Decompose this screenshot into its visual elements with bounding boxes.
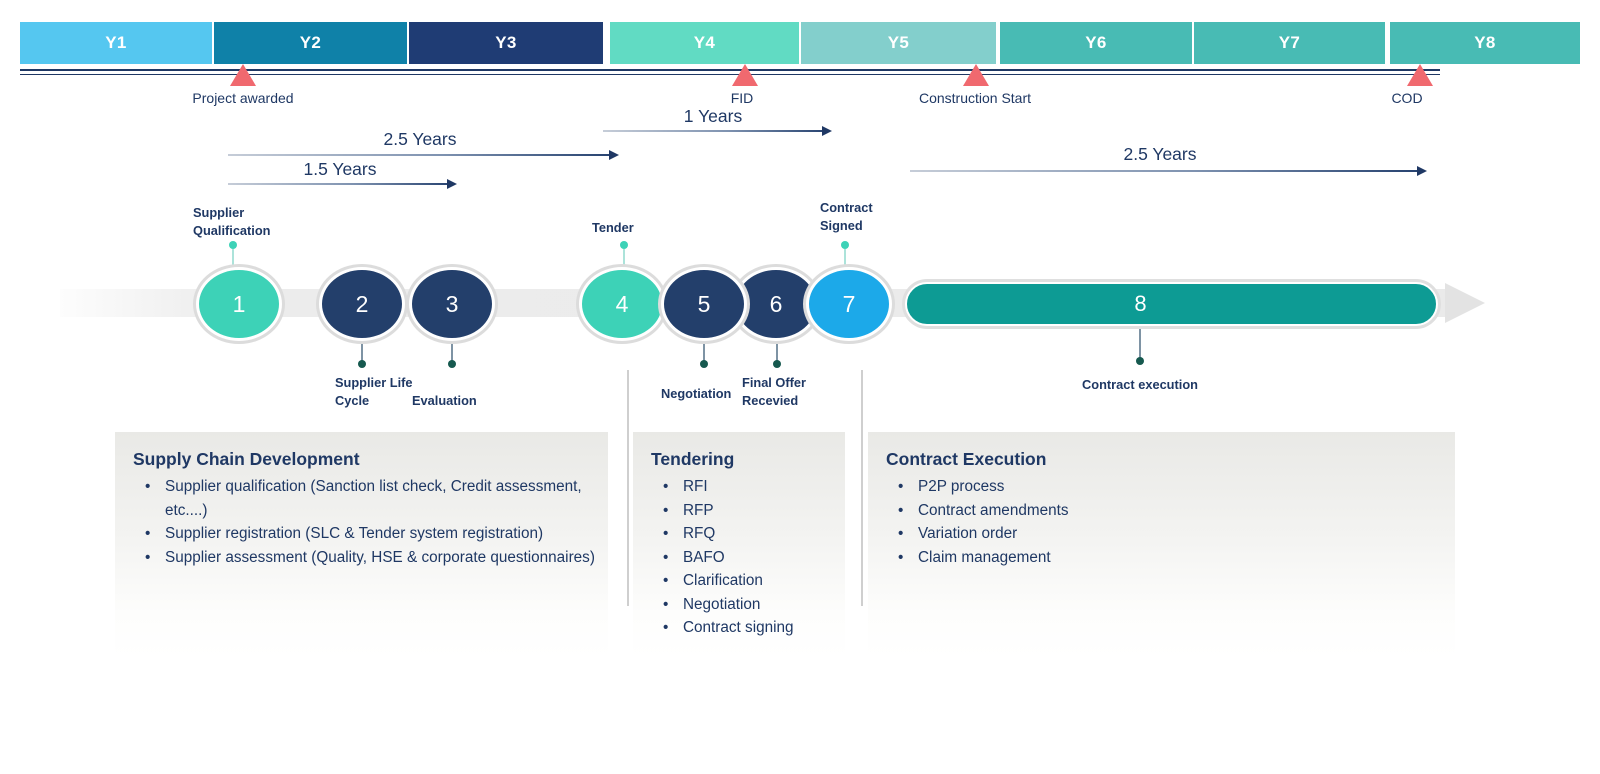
list-item: RFP — [650, 499, 833, 523]
connector-dot — [358, 360, 366, 368]
step-number: 3 — [409, 267, 495, 341]
phase-box-supply-chain-development: Supply Chain Development Supplier qualif… — [115, 432, 608, 658]
phase-bullet-list: Supplier qualification (Sanction list ch… — [132, 475, 596, 569]
step-circle-1: 1 — [193, 264, 285, 344]
duration-arrow-1-5-years — [228, 178, 457, 189]
year-label: Y5 — [887, 33, 910, 52]
step-circle-2: 2 — [316, 264, 408, 344]
milestone-label-project-awarded: Project awarded — [192, 90, 294, 106]
duration-label-2-5-years-right: 2.5 Years — [1123, 144, 1197, 164]
list-item: Variation order — [885, 522, 1443, 546]
connector-line — [232, 249, 234, 266]
step-number: 5 — [661, 267, 747, 341]
milestone-triangle-icon — [230, 64, 256, 86]
year-label: Y6 — [1085, 33, 1107, 52]
phase-bullet-list: RFI RFP RFQ BAFO Clarification Negotiati… — [650, 475, 833, 640]
connector-line — [776, 344, 778, 361]
process-band-arrow-icon — [1445, 283, 1485, 323]
step-number: 2 — [319, 267, 405, 341]
duration-arrow-2-5-years-right — [910, 165, 1427, 176]
step-label-final-offer-recevied: Final Offer Recevied — [742, 375, 806, 408]
year-label: Y1 — [105, 33, 127, 52]
connector-line — [703, 344, 705, 361]
year-segment-y8: Y8 — [1390, 22, 1580, 64]
duration-label-2-5-years: 2.5 Years — [383, 129, 457, 149]
phase-bullet-list: P2P process Contract amendments Variatio… — [885, 475, 1443, 569]
phase-title: Tendering — [651, 449, 735, 469]
step-label-supplier-life-cycle: Supplier Life Cycle — [335, 375, 413, 408]
step-number: 8 — [1134, 291, 1147, 316]
year-label: Y7 — [1278, 33, 1301, 52]
step-circle-5: 5 — [658, 264, 750, 344]
phase-box-tendering: Tendering RFI RFP RFQ BAFO Clarification… — [633, 432, 845, 658]
year-label: Y2 — [299, 33, 322, 52]
connector-line — [451, 344, 453, 361]
milestone-triangle-icon — [1407, 64, 1433, 86]
list-item: BAFO — [650, 546, 833, 570]
year-segment-y7: Y7 — [1194, 22, 1385, 64]
step-label-negotiation: Negotiation — [661, 386, 732, 401]
connector-line — [844, 249, 846, 266]
connector-dot — [229, 241, 237, 249]
step-bar-8: 8 — [905, 282, 1438, 326]
year-segment-y3: Y3 — [409, 22, 603, 64]
list-item: RFI — [650, 475, 833, 499]
step-label-supplier-qualification: Supplier Qualification — [193, 205, 271, 238]
list-item: Supplier assessment (Quality, HSE & corp… — [132, 546, 596, 570]
list-item: Claim management — [885, 546, 1443, 570]
list-item: Contract signing — [650, 616, 833, 640]
section-divider — [627, 370, 629, 606]
phase-box-contract-execution: Contract Execution P2P process Contract … — [868, 432, 1455, 658]
connector-dot — [700, 360, 708, 368]
duration-label-1-5-years: 1.5 Years — [303, 159, 377, 179]
duration-label-1-years: 1 Years — [683, 106, 743, 126]
connector-dot — [1136, 357, 1144, 365]
list-item: P2P process — [885, 475, 1443, 499]
step-circle-3: 3 — [406, 264, 498, 344]
list-item: RFQ — [650, 522, 833, 546]
timeline-axis-line — [20, 69, 1440, 75]
step-label-evaluation: Evaluation — [412, 393, 477, 408]
year-segment-y6: Y6 — [1000, 22, 1192, 64]
year-label: Y3 — [495, 33, 517, 52]
duration-arrow-2-5-years — [228, 149, 619, 160]
list-item: Clarification — [650, 569, 833, 593]
section-divider — [861, 370, 863, 606]
year-segment-y4: Y4 — [610, 22, 799, 64]
year-label: Y4 — [693, 33, 716, 52]
list-item: Supplier qualification (Sanction list ch… — [132, 475, 596, 522]
connector-line — [361, 344, 363, 361]
year-segment-y1: Y1 — [20, 22, 212, 64]
phase-title: Supply Chain Development — [133, 449, 360, 469]
connector-dot — [773, 360, 781, 368]
step-label-contract-execution: Contract execution — [1082, 377, 1198, 392]
connector-dot — [841, 241, 849, 249]
step-number: 1 — [196, 267, 282, 341]
connector-dot — [620, 241, 628, 249]
step-number: 4 — [579, 267, 665, 341]
step-circle-7: 7 — [803, 264, 895, 344]
step-number: 7 — [806, 267, 892, 341]
step-label-contract-signed: Contract Signed — [820, 200, 873, 233]
milestone-triangle-icon — [732, 64, 758, 86]
milestone-triangle-icon — [963, 64, 989, 86]
year-segment-y2: Y2 — [214, 22, 407, 64]
phase-title: Contract Execution — [886, 449, 1047, 469]
milestone-label-construction-start: Construction Start — [918, 90, 1032, 106]
duration-arrow-1-years — [603, 125, 832, 136]
year-segment-y5: Y5 — [801, 22, 996, 64]
connector-dot — [448, 360, 456, 368]
connector-line — [1139, 329, 1141, 359]
list-item: Contract amendments — [885, 499, 1443, 523]
milestone-label-cod: COD — [1391, 90, 1423, 106]
step-circle-4: 4 — [576, 264, 668, 344]
list-item: Negotiation — [650, 593, 833, 617]
step-label-tender: Tender — [592, 220, 634, 235]
year-label: Y8 — [1474, 33, 1496, 52]
milestone-label-fid: FID — [730, 90, 754, 106]
connector-line — [623, 249, 625, 266]
list-item: Supplier registration (SLC & Tender syst… — [132, 522, 596, 546]
